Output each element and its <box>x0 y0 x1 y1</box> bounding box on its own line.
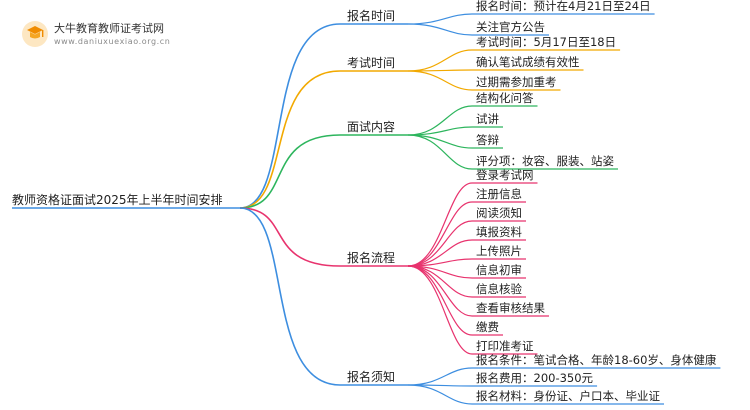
edge-interview-content-leaf-0 <box>407 105 473 136</box>
edge-exam-time-leaf-0 <box>407 49 473 72</box>
graduation-book-icon <box>22 21 48 47</box>
leaf-interview-content-2: 答辩 <box>476 133 499 147</box>
leaf-signup-process-0: 登录考试网 <box>476 168 534 182</box>
edge-signup-notes-leaf-0 <box>407 367 473 386</box>
leaf-signup-process-4: 上传照片 <box>476 244 522 258</box>
leaf-signup-notes-2: 报名材料：身份证、户口本、毕业证 <box>476 389 660 403</box>
leaf-signup-notes-0: 报名条件：笔试合格、年龄18-60岁、身体健康 <box>476 353 717 367</box>
edge-signup-process-leaf-2 <box>407 220 473 267</box>
leaf-signup-process-3: 填报资料 <box>476 225 522 239</box>
branch-signup-time: 报名时间 <box>347 8 395 23</box>
edge-signup-time-leaf-0 <box>407 13 473 25</box>
edge-signup-notes-leaf-2 <box>407 384 473 405</box>
branch-interview-content: 面试内容 <box>347 119 395 134</box>
edge-exam-time-leaf-2 <box>407 70 473 91</box>
branch-exam-time: 考试时间 <box>347 55 395 70</box>
branch-signup-process: 报名流程 <box>347 250 395 265</box>
leaf-interview-content-0: 结构化问答 <box>476 91 534 105</box>
edge-signup-process-leaf-0 <box>407 182 473 267</box>
edge-interview-content-leaf-3 <box>407 134 473 170</box>
logo-title: 大牛教育教师证考试网 <box>54 22 164 35</box>
leaf-signup-process-5: 信息初审 <box>476 263 522 277</box>
leaf-signup-process-1: 注册信息 <box>476 187 522 201</box>
site-logo: 大牛教育教师证考试网 www.daniuxuexiao.org.cn <box>14 14 214 54</box>
edge-signup-process-leaf-7 <box>407 265 473 317</box>
leaf-exam-time-1: 确认笔试成绩有效性 <box>476 55 580 69</box>
edge-root-to-exam-time <box>239 70 341 209</box>
leaf-signup-process-7: 查看审核结果 <box>476 301 545 315</box>
edge-signup-time-leaf-1 <box>407 23 473 36</box>
leaf-signup-process-8: 缴费 <box>476 320 499 334</box>
leaf-signup-time-1: 关注官方公告 <box>476 20 545 34</box>
mindmap-nodes: 教师资格证面试2025年上半年时间安排 报名时间 报名时间：预计在4月21日至24日… <box>12 0 717 403</box>
leaf-signup-process-9: 打印准考证 <box>476 339 534 353</box>
branch-signup-notes: 报名须知 <box>347 369 395 384</box>
logo-url: www.daniuxuexiao.org.cn <box>54 37 171 46</box>
edge-root-to-signup-notes <box>239 207 341 386</box>
leaf-exam-time-2: 过期需参加重考 <box>476 75 557 89</box>
edge-signup-process-leaf-1 <box>407 201 473 267</box>
edge-root-to-signup-time <box>239 23 341 209</box>
edge-root-to-interview-content <box>239 134 341 209</box>
leaf-interview-content-3: 评分项：妆容、服装、站姿 <box>476 154 614 168</box>
mindmap-edges <box>12 13 721 405</box>
root-node-label: 教师资格证面试2025年上半年时间安排 <box>12 192 223 207</box>
leaf-signup-process-2: 阅读须知 <box>476 206 522 220</box>
edge-root-to-signup-process <box>239 207 341 267</box>
leaf-signup-process-6: 信息核验 <box>476 282 522 296</box>
leaf-exam-time-0: 考试时间：5月17日至18日 <box>476 35 616 49</box>
edge-signup-process-leaf-9 <box>407 265 473 355</box>
edge-signup-process-leaf-3 <box>407 239 473 267</box>
edge-interview-content-leaf-2 <box>407 134 473 149</box>
leaf-interview-content-1: 试讲 <box>476 112 499 126</box>
leaf-signup-notes-1: 报名费用：200-350元 <box>476 371 594 385</box>
leaf-signup-time-0: 报名时间：预计在4月21日至24日 <box>476 0 651 13</box>
